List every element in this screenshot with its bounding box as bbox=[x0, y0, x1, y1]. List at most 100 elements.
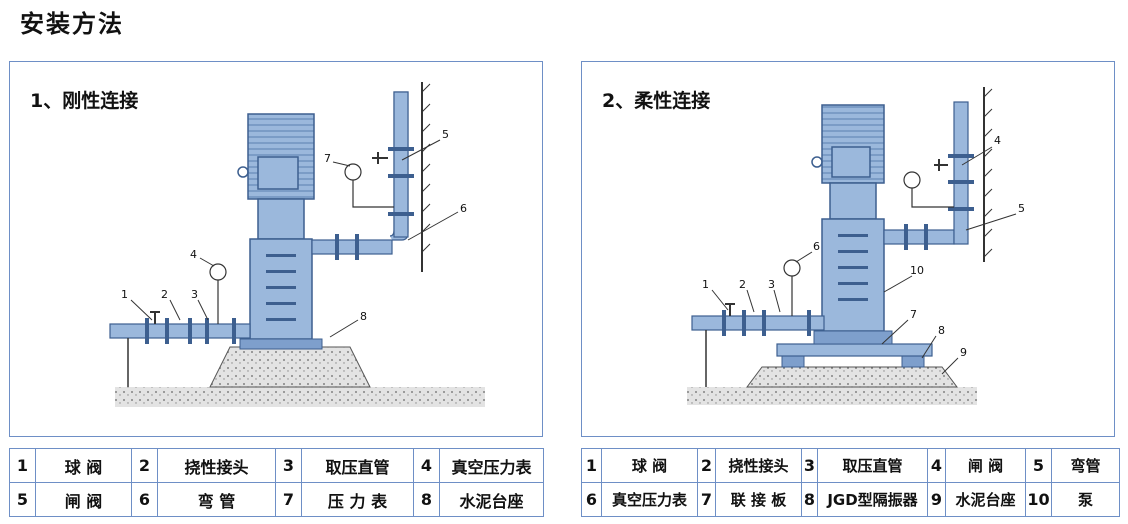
legend-number: 9 bbox=[927, 482, 946, 517]
outlet-flanges bbox=[335, 234, 359, 260]
vertical-flanges bbox=[948, 154, 974, 211]
motor-terminal-box bbox=[831, 146, 871, 178]
callout-7: 7 bbox=[910, 308, 917, 321]
callout-7: 7 bbox=[324, 152, 331, 165]
callout-numbers: 1 2 3 4 5 6 7 8 bbox=[121, 128, 467, 323]
legend-number: 2 bbox=[697, 448, 716, 483]
legend-label: 挠性接头 bbox=[715, 448, 802, 483]
gate-valve-wheel bbox=[372, 152, 388, 164]
callout-2: 2 bbox=[739, 278, 746, 291]
legend-number: 1 bbox=[581, 448, 602, 483]
flexible-connection-panel: 2、柔性连接 bbox=[581, 61, 1115, 437]
callout-1: 1 bbox=[121, 288, 128, 301]
rigid-connection-title: 1、刚性连接 bbox=[30, 90, 139, 112]
motor-lift-ring bbox=[237, 166, 249, 178]
legend-number: 7 bbox=[275, 482, 302, 517]
outlet-pipe bbox=[883, 229, 955, 245]
legend-label: 弯 管 bbox=[157, 482, 276, 517]
wall-hatch bbox=[421, 83, 431, 253]
flexible-connection-diagram: 1 2 3 4 5 6 7 8 9 10 bbox=[687, 87, 1025, 405]
legend-label: 真空压力表 bbox=[439, 448, 544, 483]
rigid-connection-diagram: 1 2 3 4 5 6 7 8 bbox=[109, 82, 485, 407]
inlet-pipe bbox=[691, 315, 825, 331]
legend-label: 取压直管 bbox=[301, 448, 414, 483]
legend-label: 挠性接头 bbox=[157, 448, 276, 483]
pump-base bbox=[239, 338, 323, 350]
legend-number: 2 bbox=[131, 448, 158, 483]
inlet-pipe bbox=[109, 323, 251, 339]
legend-label: 水泥台座 bbox=[945, 482, 1026, 517]
table-row: 6 真空压力表 7 联 接 板 8 JGD型隔振器 9 水泥台座 10 泵 bbox=[581, 482, 1120, 517]
callout-6: 6 bbox=[813, 240, 820, 253]
legend-label: 球 阀 bbox=[601, 448, 698, 483]
callout-9: 9 bbox=[960, 346, 967, 359]
legend-label: 泵 bbox=[1051, 482, 1120, 517]
legend-number: 4 bbox=[927, 448, 946, 483]
legend-number: 7 bbox=[697, 482, 716, 517]
ball-valve-handle bbox=[725, 303, 735, 316]
callout-6: 6 bbox=[460, 202, 467, 215]
legend-label: 取压直管 bbox=[817, 448, 928, 483]
legend-label: 球 阀 bbox=[35, 448, 132, 483]
concrete-base bbox=[746, 366, 958, 388]
outlet-pipe bbox=[311, 239, 393, 255]
legend-number: 8 bbox=[413, 482, 440, 517]
callout-5: 5 bbox=[442, 128, 449, 141]
vertical-flanges bbox=[388, 147, 414, 216]
inlet-flanges bbox=[145, 318, 236, 344]
legend-label: 真空压力表 bbox=[601, 482, 698, 517]
vacuum-gauge bbox=[209, 263, 227, 281]
legend-number: 10 bbox=[1025, 482, 1052, 517]
gate-valve-wheel bbox=[934, 159, 948, 171]
flexible-connection-title: 2、柔性连接 bbox=[602, 90, 711, 112]
legend-number: 3 bbox=[275, 448, 302, 483]
callout-2: 2 bbox=[161, 288, 168, 301]
callout-1: 1 bbox=[702, 278, 709, 291]
legend-number: 6 bbox=[131, 482, 158, 517]
legend-label: 闸 阀 bbox=[945, 448, 1026, 483]
outlet-flanges bbox=[904, 224, 928, 250]
legend-number: 6 bbox=[581, 482, 602, 517]
vertical-pipe bbox=[393, 91, 409, 238]
pump-body bbox=[821, 218, 885, 332]
legend-number: 5 bbox=[9, 482, 36, 517]
callout-numbers: 1 2 3 4 5 6 7 8 9 10 bbox=[702, 134, 1025, 359]
table-row: 1 球 阀 2 挠性接头 3 取压直管 4 闸 阀 5 弯管 bbox=[581, 448, 1120, 483]
callout-8: 8 bbox=[938, 324, 945, 337]
flexible-legend-table: 1 球 阀 2 挠性接头 3 取压直管 4 闸 阀 5 弯管 6 真空压力表 7… bbox=[581, 448, 1120, 517]
pump-stages bbox=[838, 234, 868, 301]
ground bbox=[115, 387, 485, 407]
pump-coupling bbox=[829, 182, 877, 220]
page-title: 安装方法 bbox=[20, 10, 124, 38]
motor-lift-ring bbox=[811, 156, 823, 168]
wall-hatch bbox=[983, 88, 993, 258]
legend-label: 水泥台座 bbox=[439, 482, 544, 517]
pump-base bbox=[813, 330, 893, 345]
pressure-gauge bbox=[344, 163, 362, 181]
legend-number: 4 bbox=[413, 448, 440, 483]
ground bbox=[687, 387, 977, 405]
table-row: 1 球 阀 2 挠性接头 3 取压直管 4 真空压力表 bbox=[9, 448, 544, 483]
isolators bbox=[781, 355, 925, 368]
callout-8: 8 bbox=[360, 310, 367, 323]
legend-label: 弯管 bbox=[1051, 448, 1120, 483]
legend-label: 压 力 表 bbox=[301, 482, 414, 517]
vacuum-gauge bbox=[783, 259, 801, 277]
pump-coupling bbox=[257, 198, 305, 240]
concrete-base bbox=[209, 346, 371, 388]
vertical-pipe bbox=[953, 101, 969, 245]
callout-4: 4 bbox=[190, 248, 197, 261]
inlet-flanges bbox=[722, 310, 811, 336]
legend-label: 闸 阀 bbox=[35, 482, 132, 517]
legend-label: 联 接 板 bbox=[715, 482, 802, 517]
table-row: 5 闸 阀 6 弯 管 7 压 力 表 8 水泥台座 bbox=[9, 482, 544, 517]
callout-3: 3 bbox=[191, 288, 198, 301]
pressure-gauge bbox=[903, 171, 921, 189]
ball-valve-handle bbox=[150, 311, 160, 324]
rigid-legend-table: 1 球 阀 2 挠性接头 3 取压直管 4 真空压力表 5 闸 阀 6 弯 管 … bbox=[9, 448, 544, 517]
callout-5: 5 bbox=[1018, 202, 1025, 215]
legend-number: 1 bbox=[9, 448, 36, 483]
callout-3: 3 bbox=[768, 278, 775, 291]
connecting-plate bbox=[776, 343, 933, 357]
callout-4: 4 bbox=[994, 134, 1001, 147]
